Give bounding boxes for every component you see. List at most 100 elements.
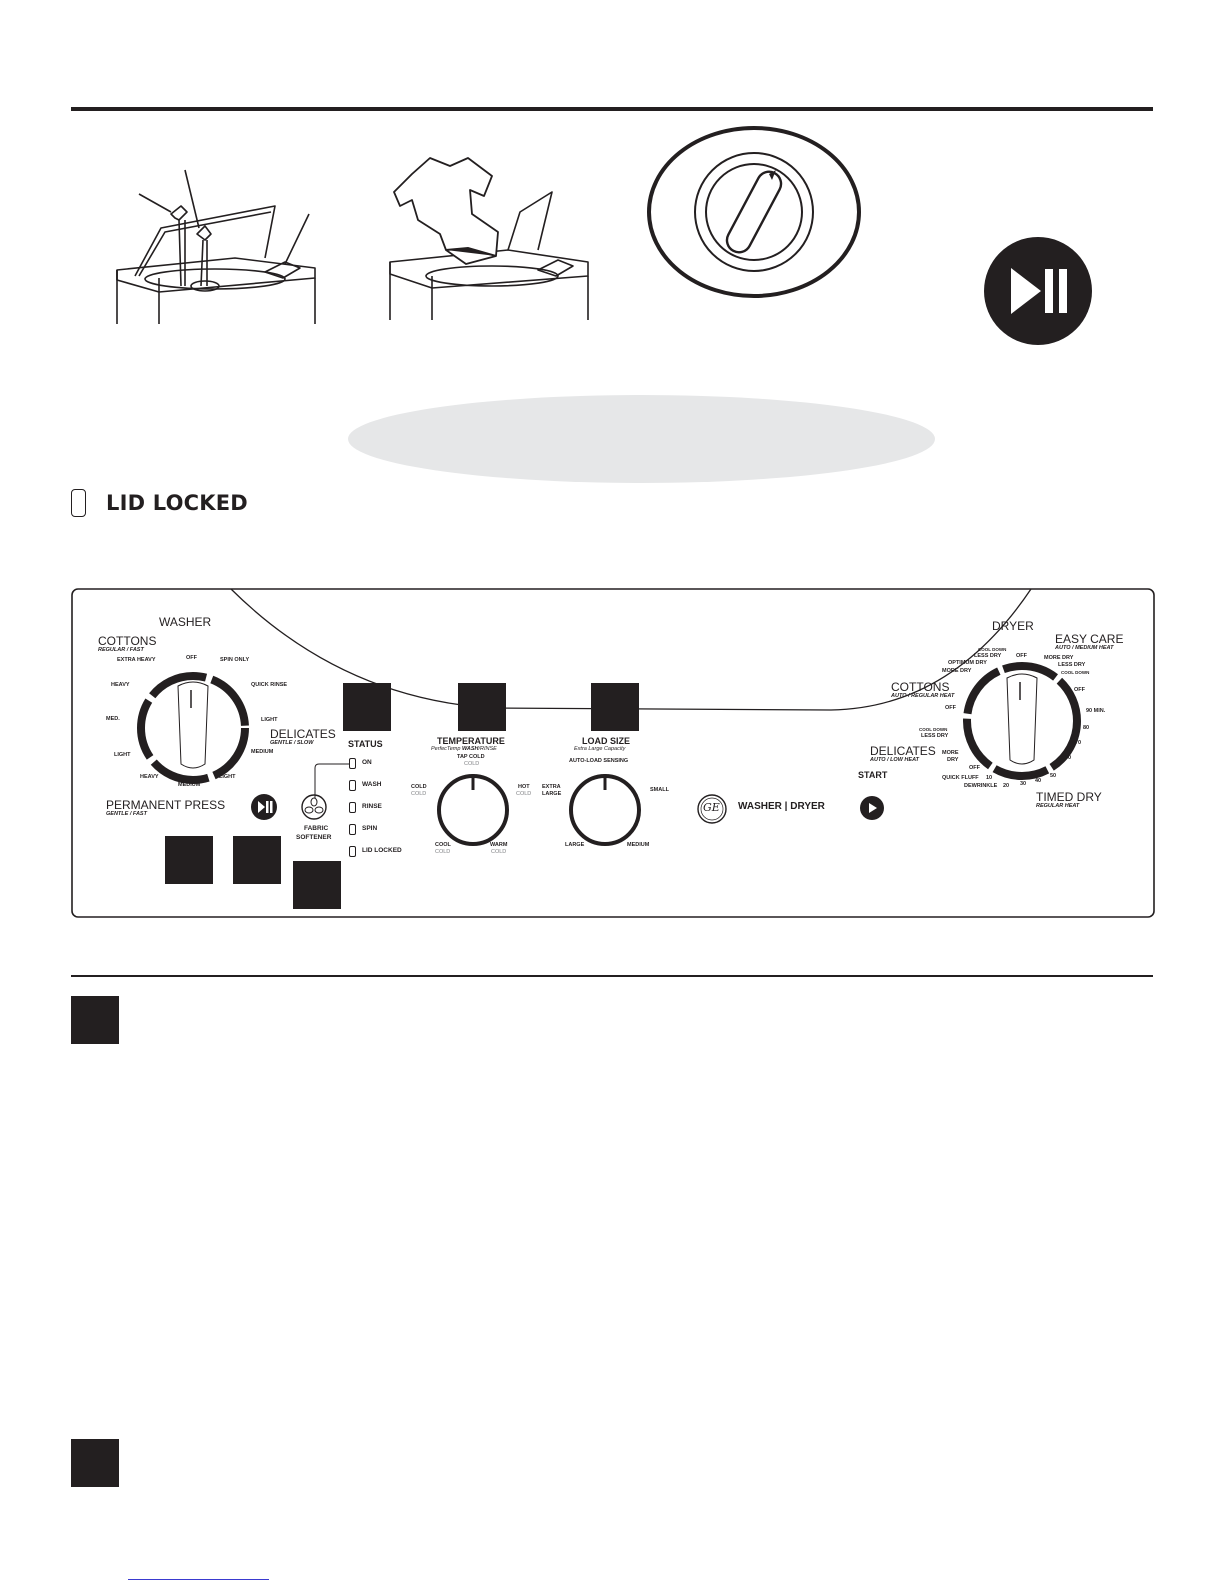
dryer-dial-label: MORE DRY [1044, 655, 1074, 661]
washer-loading-illustration [389, 157, 589, 320]
temp-left-sub: COLD [411, 791, 427, 797]
dryer-cottons-label: COTTONS [891, 680, 950, 694]
status-led-wash [349, 780, 356, 791]
section-divider [71, 975, 1153, 977]
temperature-subtitle: PerfecTemp WASH/RINSE [431, 746, 497, 752]
dryer-dial-label: OFF [945, 705, 956, 711]
load-right-label: SMALL [650, 787, 669, 793]
dryer-dial-label: LESS DRY [921, 733, 949, 739]
dryer-easy-care-sub: AUTO / MEDIUM HEAT [1055, 645, 1114, 651]
callout-box-3 [591, 683, 639, 731]
footer-link[interactable] [128, 1579, 269, 1580]
temp-left-label: COLD [411, 784, 427, 790]
start-label: START [858, 770, 888, 780]
washer-dryer-label: WASHER | DRYER [738, 801, 825, 812]
load-size-dial[interactable] [565, 770, 645, 850]
temp-bottom-left-label: COOL [435, 842, 451, 848]
dryer-dial-label: MORE DRY [942, 668, 972, 674]
status-label-on: ON [362, 759, 372, 766]
dryer-delicates-label: DELICATES [870, 744, 936, 758]
dryer-dial-label: DEWRINKLE [964, 783, 998, 789]
status-label-wash: WASH [362, 781, 382, 788]
temp-top-sub: COLD [464, 761, 480, 767]
washer-dial-label: HEAVY [140, 774, 159, 780]
dryer-dial-label: OFF [1074, 687, 1085, 693]
dryer-timed-dry-label: TIMED DRY [1036, 790, 1102, 804]
dryer-dial-label: OFF [969, 765, 980, 771]
top-divider [71, 107, 1153, 111]
dryer-dial-label: OFF [1016, 653, 1027, 659]
washer-permanent-press-sub: GENTLE / FAST [106, 811, 147, 817]
temp-bottom-right-sub: COLD [491, 849, 507, 855]
fabric-softener-label: FABRIC [304, 825, 329, 832]
dryer-time-label: 90 MIN. [1086, 708, 1106, 714]
dryer-time-label: 70 [1075, 740, 1082, 746]
status-led-icon [71, 489, 86, 517]
status-connector [314, 763, 349, 798]
load-size-title: LOAD SIZE [582, 736, 631, 746]
dryer-cottons-sub: AUTO / REGULAR HEAT [891, 693, 955, 699]
dryer-time-label: 20 [1003, 783, 1010, 789]
washer-dial-label: LIGHT [219, 774, 236, 780]
callout-box-4 [165, 836, 213, 884]
washer-cottons-label: COTTONS [98, 634, 157, 648]
lid-locked-label: LID LOCKED [106, 491, 248, 515]
callout-box-1 [343, 683, 391, 731]
temp-bottom-left-sub: COLD [435, 849, 451, 855]
washer-dial-label: OFF [186, 655, 197, 661]
status-label-spin: SPIN [362, 825, 378, 832]
dryer-time-label: 40 [1035, 778, 1042, 784]
section-marker-1 [71, 996, 119, 1044]
washer-delicates-sub: GENTLE / SLOW [270, 740, 314, 746]
dryer-time-label: 80 [1083, 725, 1090, 731]
washer-dial-label: LIGHT [114, 752, 131, 758]
temperature-title: TEMPERATURE [437, 736, 505, 746]
washer-dial-label: EXTRA HEAVY [117, 657, 156, 663]
dryer-dial-label: DRY [947, 757, 959, 763]
fabric-softener-label: SOFTENER [296, 834, 332, 841]
washer-cottons-sub: REGULAR / FAST [98, 647, 144, 653]
washer-start-pause-button[interactable] [250, 793, 278, 821]
load-size-subtitle: Extra Large Capacity [574, 746, 626, 752]
load-left-label-1: EXTRA [542, 784, 561, 790]
start-pause-icon [984, 237, 1092, 345]
temperature-dial[interactable] [433, 770, 513, 850]
status-label-rinse: RINSE [362, 803, 382, 810]
washer-cycle-dial[interactable] [133, 668, 253, 788]
start-button[interactable] [859, 795, 885, 821]
fabric-softener-icon[interactable] [300, 793, 328, 821]
temp-right-sub: COLD [516, 791, 532, 797]
washer-permanent-press-label: PERMANENT PRESS [106, 798, 226, 812]
temp-bottom-right-label: WARM [490, 842, 508, 848]
control-panel: WASHER COTTONS REGULAR / FAST DELICATES … [71, 588, 1155, 918]
temp-right-label: HOT [518, 784, 530, 790]
dryer-time-label: 50 [1050, 773, 1057, 779]
dryer-dial-label: COOL DOWN [919, 727, 948, 732]
dryer-delicates-sub: AUTO / LOW HEAT [870, 757, 919, 763]
dryer-dial-label: OPTIMUM DRY [948, 660, 987, 666]
callout-box-6 [293, 861, 341, 909]
status-title: STATUS [348, 739, 383, 749]
load-bottom-right-label: MEDIUM [627, 842, 650, 848]
dryer-dial-label: QUICK FLUFF [942, 775, 979, 781]
washer-dispenser-illustration [116, 169, 316, 324]
ge-logo-icon [697, 794, 727, 824]
dryer-dial-label: COOL DOWN [978, 647, 1007, 652]
load-top-label: AUTO-LOAD SENSING [569, 758, 629, 764]
status-led-on [349, 758, 356, 769]
dryer-dial-label: MORE [942, 750, 959, 756]
lid-locked-indicator: LID LOCKED [71, 489, 248, 517]
dryer-time-label: 30 [1020, 781, 1027, 787]
status-led-rinse [349, 802, 356, 813]
dryer-title: DRYER [992, 619, 1034, 633]
load-bottom-left-label: LARGE [565, 842, 585, 848]
washer-dial-label: HEAVY [111, 682, 130, 688]
ge-logo-text: GE [703, 801, 720, 814]
note-highlight-pill [348, 395, 935, 483]
temp-top-label: TAP COLD [457, 754, 485, 760]
callout-box-2 [458, 683, 506, 731]
washer-dial-label: MEDIUM [178, 782, 201, 788]
status-led-lid-locked [349, 846, 356, 857]
status-label-lid-locked: LID LOCKED [362, 847, 402, 854]
dryer-cycle-dial[interactable] [959, 658, 1085, 784]
